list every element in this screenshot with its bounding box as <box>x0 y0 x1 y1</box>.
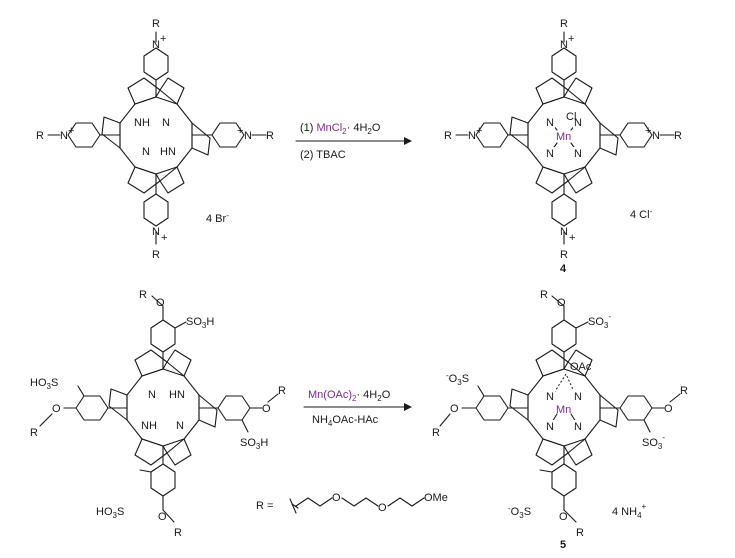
atom-N: N <box>152 39 160 51</box>
atom-R: R <box>152 18 160 30</box>
atom-O: O <box>664 403 673 415</box>
atom-R: R <box>444 130 452 142</box>
atom-O: O <box>332 492 341 504</box>
atom-N: N <box>152 226 160 238</box>
atom-N: N <box>244 130 252 142</box>
charge-plus: + <box>476 125 482 137</box>
atom-N: N <box>560 226 568 238</box>
atom-N: N <box>652 130 660 142</box>
charge-plus: + <box>569 232 575 244</box>
counterion-bromide: 4 Br- <box>206 211 229 225</box>
atom-R: R <box>432 427 440 439</box>
atom-R: R <box>680 385 688 397</box>
atom-HN: HN <box>160 146 176 158</box>
counterion-ammonium: 4 NH4+ <box>612 502 647 520</box>
porphyrin-product-4: R N + N + R N + R N + R N N N N Cl Mn 4 … <box>444 18 682 275</box>
group-acetate: OAc <box>570 361 592 373</box>
group-sulfonic-acid: SO3H <box>240 437 268 451</box>
atom-R: R <box>278 385 286 397</box>
charge-plus: + <box>237 125 243 137</box>
atom-R: R <box>560 18 568 30</box>
atom-N: N <box>574 117 582 129</box>
atom-R: R <box>674 130 682 142</box>
atom-R: R <box>266 130 274 142</box>
r-group-definition: R = O O OMe <box>256 492 448 514</box>
group-sulfonate: SO3- <box>642 433 665 451</box>
atom-N: N <box>162 117 170 129</box>
compound-number-4: 4 <box>560 263 567 275</box>
atom-N: N <box>574 148 582 160</box>
charge-plus: + <box>160 33 166 45</box>
reaction1-step1: (1) MnCl2· 4H2O <box>300 122 381 136</box>
r-definition-end-group: OMe <box>424 492 448 504</box>
atom-N: N <box>148 389 156 401</box>
porphyrin-start-2: R O SO3H HO3S O R O R SO3H HO3S O R N HN… <box>30 289 286 539</box>
atom-O: O <box>158 511 167 523</box>
charge-plus: + <box>645 125 651 137</box>
reaction-arrow-1: (1) MnCl2· 4H2O (2) TBAC <box>295 122 412 161</box>
group-sulfonic-acid: HO3S <box>96 506 124 520</box>
atom-N: N <box>560 39 568 51</box>
charge-plus: + <box>68 125 74 137</box>
charge-plus: + <box>161 232 167 244</box>
atom-Mn: Mn <box>556 404 571 416</box>
reaction-arrow-2: Mn(OAc)2· 4H2O NH4OAc-HAc <box>303 389 412 428</box>
atom-O: O <box>450 403 459 415</box>
reaction1-step2: (2) TBAC <box>300 149 346 161</box>
atom-N: N <box>142 146 150 158</box>
atom-R: R <box>174 527 182 539</box>
atom-N: N <box>546 148 554 160</box>
porphyrin-product-5: R O SO3- -O3S O R O R SO3- -O3S O R N N … <box>432 289 688 551</box>
atom-R: R <box>36 130 44 142</box>
atom-O: O <box>262 403 271 415</box>
atom-O: O <box>156 297 165 309</box>
atom-N: N <box>546 117 554 129</box>
group-sulfonate: SO3- <box>588 312 611 330</box>
atom-R: R <box>30 427 38 439</box>
atom-R: R <box>540 289 548 301</box>
atom-Mn: Mn <box>556 131 571 143</box>
atom-N: N <box>574 391 582 403</box>
atom-NH: NH <box>134 117 150 129</box>
atom-O: O <box>378 502 387 514</box>
group-sulfonic-acid: SO3H <box>186 316 214 330</box>
reaction2-conditions: NH4OAc-HAc <box>312 414 379 428</box>
atom-R: R <box>576 527 584 539</box>
atom-O: O <box>559 511 568 523</box>
atom-R: R <box>139 289 147 301</box>
atom-N: N <box>60 130 68 142</box>
group-sulfonic-acid: HO3S <box>30 377 58 391</box>
atom-R: R <box>152 249 160 261</box>
charge-plus: + <box>568 33 574 45</box>
atom-O: O <box>557 297 566 309</box>
atom-N: N <box>468 130 476 142</box>
atom-N: N <box>546 421 554 433</box>
atom-R: R <box>560 249 568 261</box>
compound-number-5: 5 <box>560 539 566 551</box>
atom-Cl: Cl <box>566 111 576 123</box>
atom-NH: NH <box>141 420 157 432</box>
porphyrin-start-1: R N + N + R N + R N + R NH N N HN 4 Br- <box>36 18 274 261</box>
atom-N: N <box>574 421 582 433</box>
reaction2-reagent: Mn(OAc)2· 4H2O <box>308 389 391 403</box>
group-sulfonate: -O3S <box>508 504 531 520</box>
atom-HN: HN <box>169 389 185 401</box>
r-definition-prefix: R = <box>256 500 273 512</box>
atom-O: O <box>52 403 61 415</box>
counterion-chloride: 4 Cl- <box>630 207 653 221</box>
atom-N: N <box>546 391 554 403</box>
group-sulfonate: -O3S <box>446 371 469 387</box>
atom-N: N <box>176 420 184 432</box>
